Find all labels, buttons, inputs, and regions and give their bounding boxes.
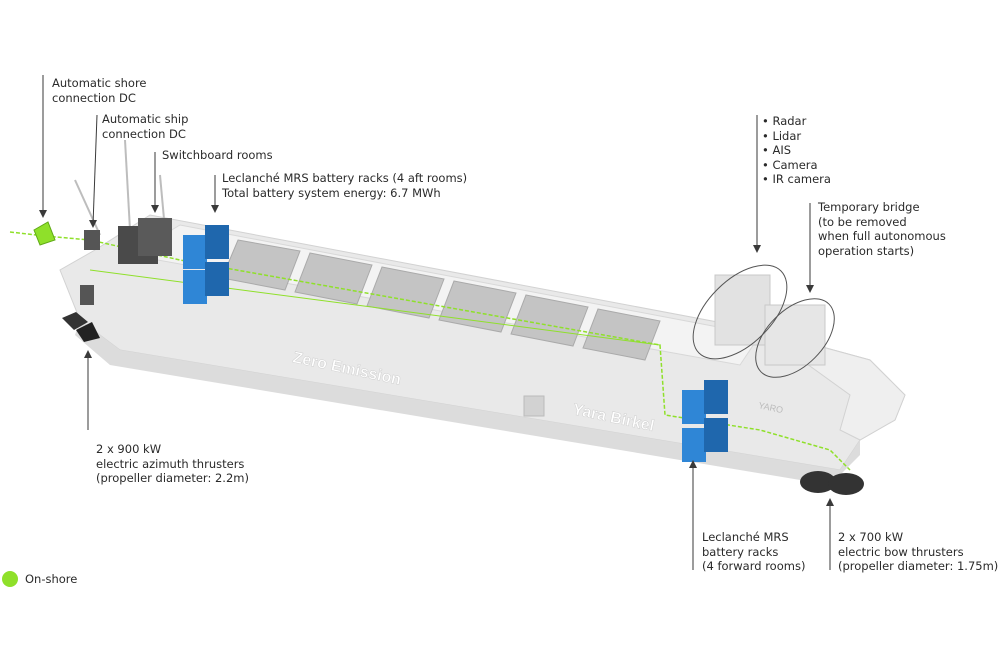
aft-battery-racks <box>183 225 229 304</box>
shore-connector <box>33 221 56 246</box>
label-bow-thrusters: 2 x 700 kW electric bow thrusters (prope… <box>838 530 999 573</box>
legend-onshore-label: On-shore <box>25 572 78 586</box>
label-aft-battery-racks: Leclanché MRS battery racks (4 aft rooms… <box>222 171 468 200</box>
label-azimuth-thrusters: 2 x 900 kW electric azimuth thrusters (p… <box>96 442 249 485</box>
label-shore-connection: Automatic shore connection DC <box>52 76 147 105</box>
legend-onshore-swatch <box>2 571 18 587</box>
azimuth-thrusters <box>62 285 100 342</box>
label-temporary-bridge: Temporary bridge (to be removed when ful… <box>818 200 946 258</box>
label-ship-connection: Automatic ship connection DC <box>102 112 189 141</box>
ship-connector <box>84 230 100 250</box>
forward-battery-racks <box>682 380 728 462</box>
label-switchboard-rooms: Switchboard rooms <box>162 148 273 162</box>
hull-logo <box>523 395 545 417</box>
bow-thrusters <box>800 471 864 495</box>
leader-lines <box>42 75 831 570</box>
leader-arrowheads <box>39 205 834 506</box>
bow-superstructure <box>692 264 835 378</box>
label-forward-battery-racks: Leclanché MRS battery racks (4 forward r… <box>702 530 806 573</box>
label-sensors: Radar Lidar AIS Camera IR camera <box>762 114 830 187</box>
switchboard-rooms <box>118 218 172 264</box>
